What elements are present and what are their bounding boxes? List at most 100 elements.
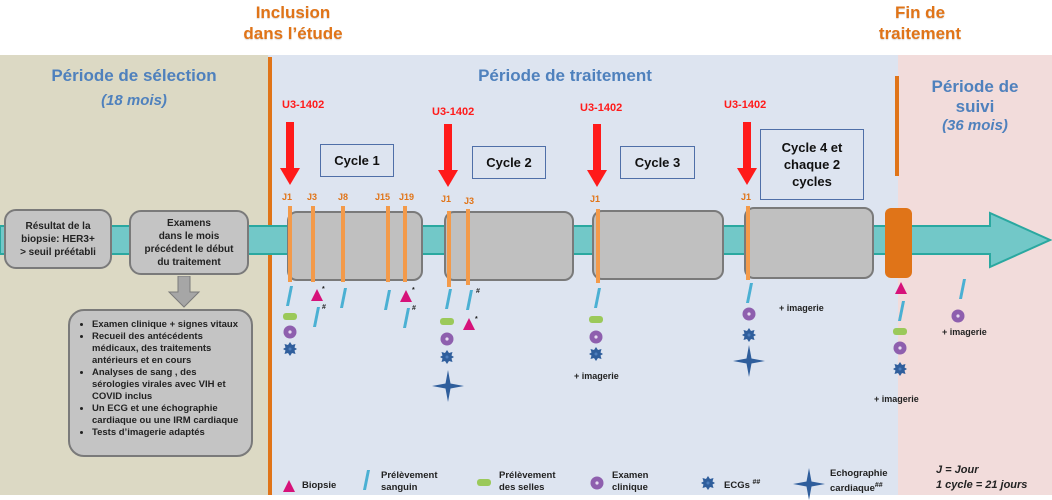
drug-label-c3: U3-1402 — [580, 102, 623, 114]
legend-note-cycle: 1 cycle = 21 jours — [936, 479, 1028, 491]
cycle-4-label-line2: chaque 2 — [783, 157, 841, 172]
cycle-2-label: Cycle 2 — [472, 146, 546, 179]
legend-blood-sample-icon — [363, 470, 370, 490]
tick-c2-j3 — [466, 209, 470, 285]
legend-biopsy-icon — [283, 480, 295, 492]
star-mark: * — [412, 287, 415, 294]
blood-sample-icon — [340, 288, 347, 308]
biopsy-result-line2: biopsie: HER3+ — [21, 233, 95, 245]
pre-treatment-exams-box: Examens dans le mois précédent le début … — [129, 210, 249, 275]
legend-clinical-exam-label: Examen clinique — [612, 470, 648, 494]
blood-sample-icon — [286, 286, 293, 306]
drug-arrow-icon — [438, 124, 458, 187]
exam-list-item: Examen clinique + signes vitaux — [92, 319, 243, 331]
timeline-join — [980, 227, 992, 253]
blood-sample-icon — [746, 283, 753, 303]
legend-echo-suffix: ## — [874, 482, 883, 489]
clinical-exam-icon — [283, 325, 297, 339]
exams-line2: dans le mois — [158, 230, 220, 242]
hash-mark: # — [476, 288, 480, 295]
blood-sample-icon — [445, 289, 452, 309]
followup-period-region — [898, 55, 1052, 495]
drug-label-c1: U3-1402 — [282, 99, 325, 111]
legend-echo-line1: Echographie — [830, 468, 888, 479]
tick-c3-j1 — [596, 209, 600, 283]
exam-list-item: Recueil des antécédents médicaux, des tr… — [92, 331, 243, 367]
followup-period-duration: (36 mois) — [942, 117, 1008, 134]
end-of-treatment-block — [885, 208, 912, 278]
cycle-3-block — [592, 210, 724, 280]
legend-blood-sample-label: Prélèvement sanguin — [381, 470, 438, 494]
drug-arrow-icon — [280, 122, 300, 185]
milestone-end-of-treatment: Fin de traitement — [850, 2, 990, 44]
blood-sample-icon — [313, 307, 320, 327]
milestone-end-line1: Fin de — [894, 3, 946, 22]
exam-list-box: Examen clinique + signes vitaux Recueil … — [68, 309, 253, 457]
blood-sample-icon — [403, 308, 410, 328]
day-label: J3 — [307, 192, 318, 202]
milestone-end-line2: traitement — [878, 24, 962, 43]
legend-stool-line1: Prélèvement — [499, 470, 556, 481]
stool-sample-icon — [589, 316, 603, 323]
biopsy-result-line1: Résultat de la — [25, 220, 91, 232]
treatment-period-title: Période de traitement — [478, 66, 652, 85]
milestone-inclusion: Inclusion dans l’étude — [218, 2, 368, 44]
clinical-exam-icon — [440, 332, 454, 346]
cycle-4-label-line3: cycles — [792, 174, 832, 189]
biopsy-result-line3: > seuil préétabli — [20, 246, 96, 258]
hash-mark: # — [412, 305, 416, 312]
legend-blood-line2: sanguin — [381, 482, 418, 493]
day-label: J1 — [441, 194, 452, 204]
cycle-2-block — [444, 211, 574, 281]
inclusion-line — [268, 57, 272, 495]
clinical-exam-icon — [951, 309, 965, 323]
day-label: J8 — [338, 192, 349, 202]
exams-line3: précédent le début — [144, 243, 234, 255]
exams-line1: Examens — [167, 217, 211, 229]
legend-note-day: J = Jour — [936, 464, 979, 476]
blood-sample-icon — [384, 290, 391, 310]
cycle-4-label: Cycle 4 et chaque 2 cycles — [760, 129, 864, 200]
legend-ecg-icon — [701, 476, 715, 490]
legend-blood-line1: Prélèvement — [381, 470, 438, 481]
legend-stool-sample-label: Prélèvement des selles — [499, 470, 556, 494]
legend-stool-sample-icon — [477, 479, 491, 486]
legend-echocardiography-icon — [793, 468, 825, 500]
stool-sample-icon — [440, 318, 454, 325]
tick-c2-j1 — [447, 211, 451, 287]
legend-notes: J = Jour 1 cycle = 21 jours — [936, 463, 1027, 493]
biopsy-icon — [895, 282, 907, 294]
imaging-note: + imagerie — [874, 394, 919, 404]
milestone-inclusion-line2: dans l’étude — [243, 24, 343, 43]
followup-period-title-line2: suivi — [955, 97, 995, 116]
legend-exam-line2: clinique — [612, 482, 648, 493]
biopsy-result-box: Résultat de la biopsie: HER3+ > seuil pr… — [4, 209, 112, 269]
end-of-treatment-line — [895, 76, 899, 176]
ecg-icon — [742, 328, 756, 342]
ecg-icon — [283, 342, 297, 356]
cycle-3-label: Cycle 3 — [620, 146, 695, 179]
stool-sample-icon — [283, 313, 297, 320]
blood-sample-icon — [466, 290, 473, 310]
exam-list-item: Tests d’imagerie adaptés — [92, 427, 243, 439]
biopsy-icon — [400, 290, 412, 302]
milestone-inclusion-line1: Inclusion — [255, 3, 331, 22]
drug-label-c2: U3-1402 — [432, 106, 475, 118]
echocardiography-icon — [432, 370, 464, 402]
tick-c1-j1 — [288, 206, 292, 282]
imaging-note: + imagerie — [779, 303, 824, 313]
tick-c1-j15 — [386, 206, 390, 282]
blood-sample-icon — [594, 288, 601, 308]
legend-echocardiography-label: Echographie cardiaque## — [830, 468, 888, 495]
ecg-icon — [440, 350, 454, 364]
tick-c1-j3 — [311, 206, 315, 282]
tick-c1-j8 — [341, 206, 345, 282]
stool-sample-icon — [893, 328, 907, 335]
hash-mark: # — [322, 304, 326, 311]
legend-stool-line2: des selles — [499, 482, 545, 493]
selection-period-title: Période de sélection — [51, 66, 217, 85]
blood-sample-icon — [898, 301, 905, 321]
exams-line4: du traitement — [157, 256, 221, 268]
ecg-icon — [893, 362, 907, 376]
drug-arrow-icon — [737, 122, 757, 185]
